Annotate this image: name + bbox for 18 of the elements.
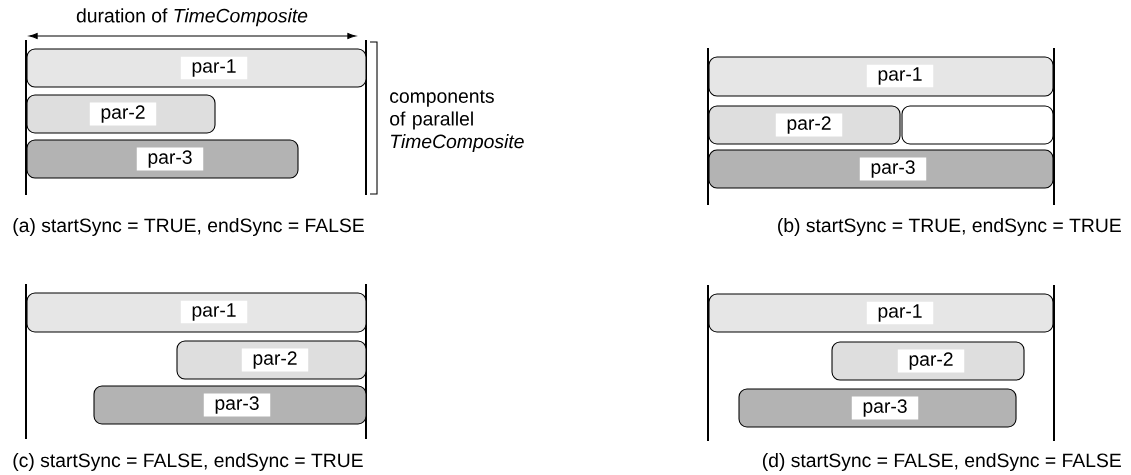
timeline-bar: par-3 bbox=[708, 149, 1054, 189]
timeline-bar: par-2 bbox=[176, 340, 367, 380]
timeline-bar: par-2 bbox=[708, 105, 901, 145]
timeline-bar: par-1 bbox=[26, 292, 367, 333]
timeline-bar: par-1 bbox=[708, 293, 1054, 333]
caption: (a) startSync = TRUE, endSync = FALSE bbox=[13, 218, 364, 236]
timeline-bar: par-2 bbox=[26, 94, 216, 134]
timeline-bar: par-3 bbox=[26, 139, 299, 179]
timeline-bar: par-3 bbox=[738, 388, 1017, 428]
timeline-bar: par-2 bbox=[831, 341, 1025, 381]
side-note: components of parallel TimeComposite bbox=[390, 90, 524, 153]
timeline-bar: par-3 bbox=[93, 385, 367, 425]
caption: (c) startSync = FALSE, endSync = TRUE bbox=[13, 453, 363, 471]
dimension-label: duration of TimeComposite bbox=[76, 8, 308, 27]
timeline-bar: par-1 bbox=[708, 56, 1054, 97]
caption: (d) startSync = FALSE, endSync = FALSE bbox=[762, 453, 1121, 471]
caption: (b) startSync = TRUE, endSync = TRUE bbox=[778, 218, 1121, 236]
timeline-bar: par-1 bbox=[26, 48, 367, 88]
